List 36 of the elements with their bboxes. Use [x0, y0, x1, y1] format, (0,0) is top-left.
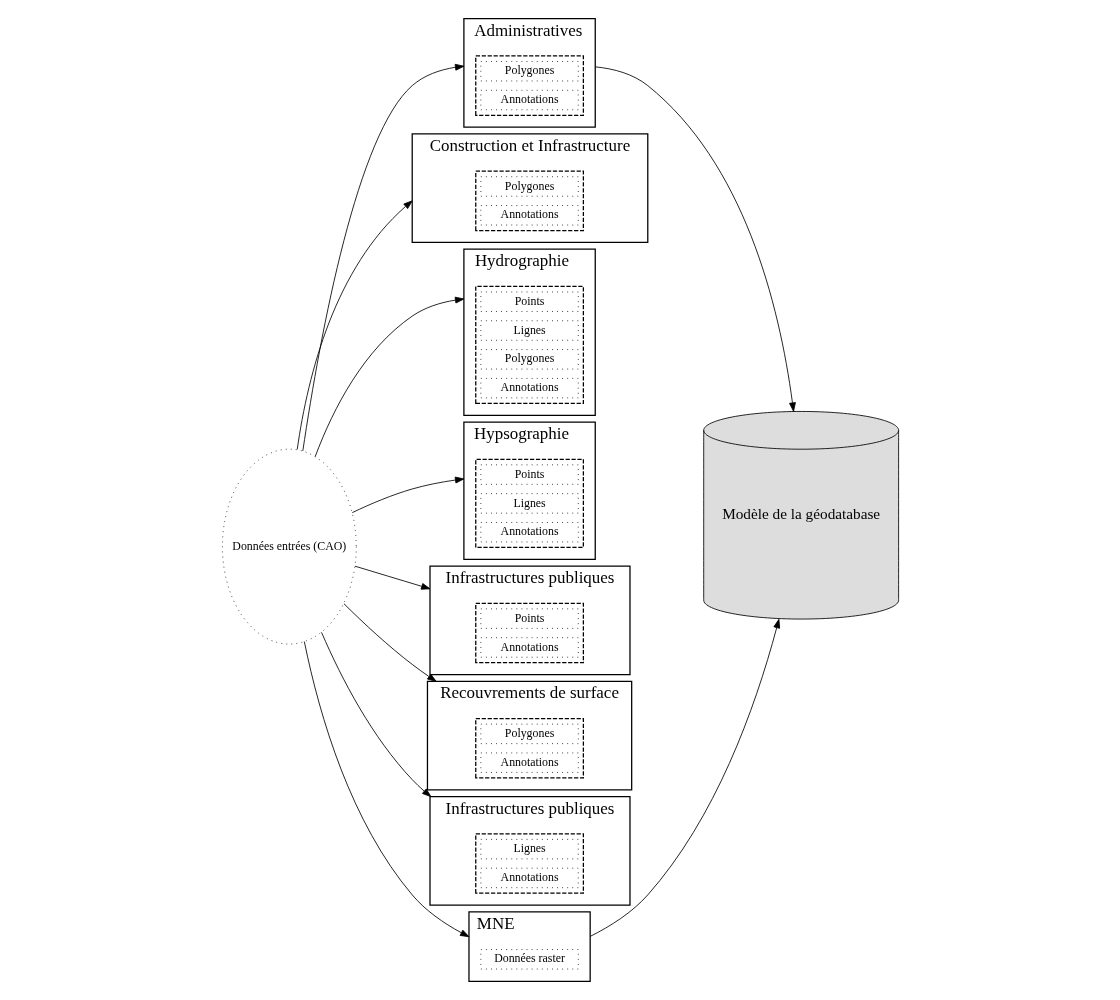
- arrow: [320, 631, 431, 797]
- node-box: Annotations: [479, 205, 579, 226]
- arrow: [303, 641, 469, 938]
- arrow: [314, 296, 464, 458]
- cluster: [474, 718, 584, 779]
- node-box: Points: [479, 291, 579, 312]
- cluster: [474, 602, 584, 664]
- node-box: Annotations: [479, 89, 579, 111]
- node-box: Annotations: [479, 377, 579, 399]
- node-box: Points: [479, 608, 579, 629]
- node-box: Annotations: [479, 752, 579, 773]
- node-box: Données raster: [479, 949, 579, 970]
- node-box: Points: [479, 464, 579, 485]
- node-ellipse: Données entrées (CAO): [221, 448, 357, 645]
- arrow: [351, 476, 464, 513]
- node-box: Polygones: [479, 349, 579, 370]
- cluster: [474, 458, 584, 549]
- cluster: [474, 170, 584, 232]
- node-box: Annotations: [479, 867, 579, 889]
- node-box: Lignes: [479, 320, 579, 341]
- cluster: [474, 55, 584, 116]
- node-box: Polygones: [479, 723, 579, 745]
- node-box: Lignes: [479, 493, 579, 514]
- node-box: Annotations: [479, 522, 579, 543]
- arrow: [594, 66, 796, 412]
- arrow: [296, 200, 413, 450]
- arrow: [589, 618, 780, 937]
- arrow: [343, 603, 436, 682]
- node-box: Lignes: [479, 838, 579, 860]
- node-box: Polygones: [479, 176, 579, 197]
- cluster: [474, 833, 584, 894]
- arrow: [301, 63, 464, 452]
- arrow: [354, 565, 430, 590]
- cluster: [474, 285, 584, 405]
- node-box: Annotations: [479, 637, 579, 658]
- node-box: Polygones: [479, 61, 579, 82]
